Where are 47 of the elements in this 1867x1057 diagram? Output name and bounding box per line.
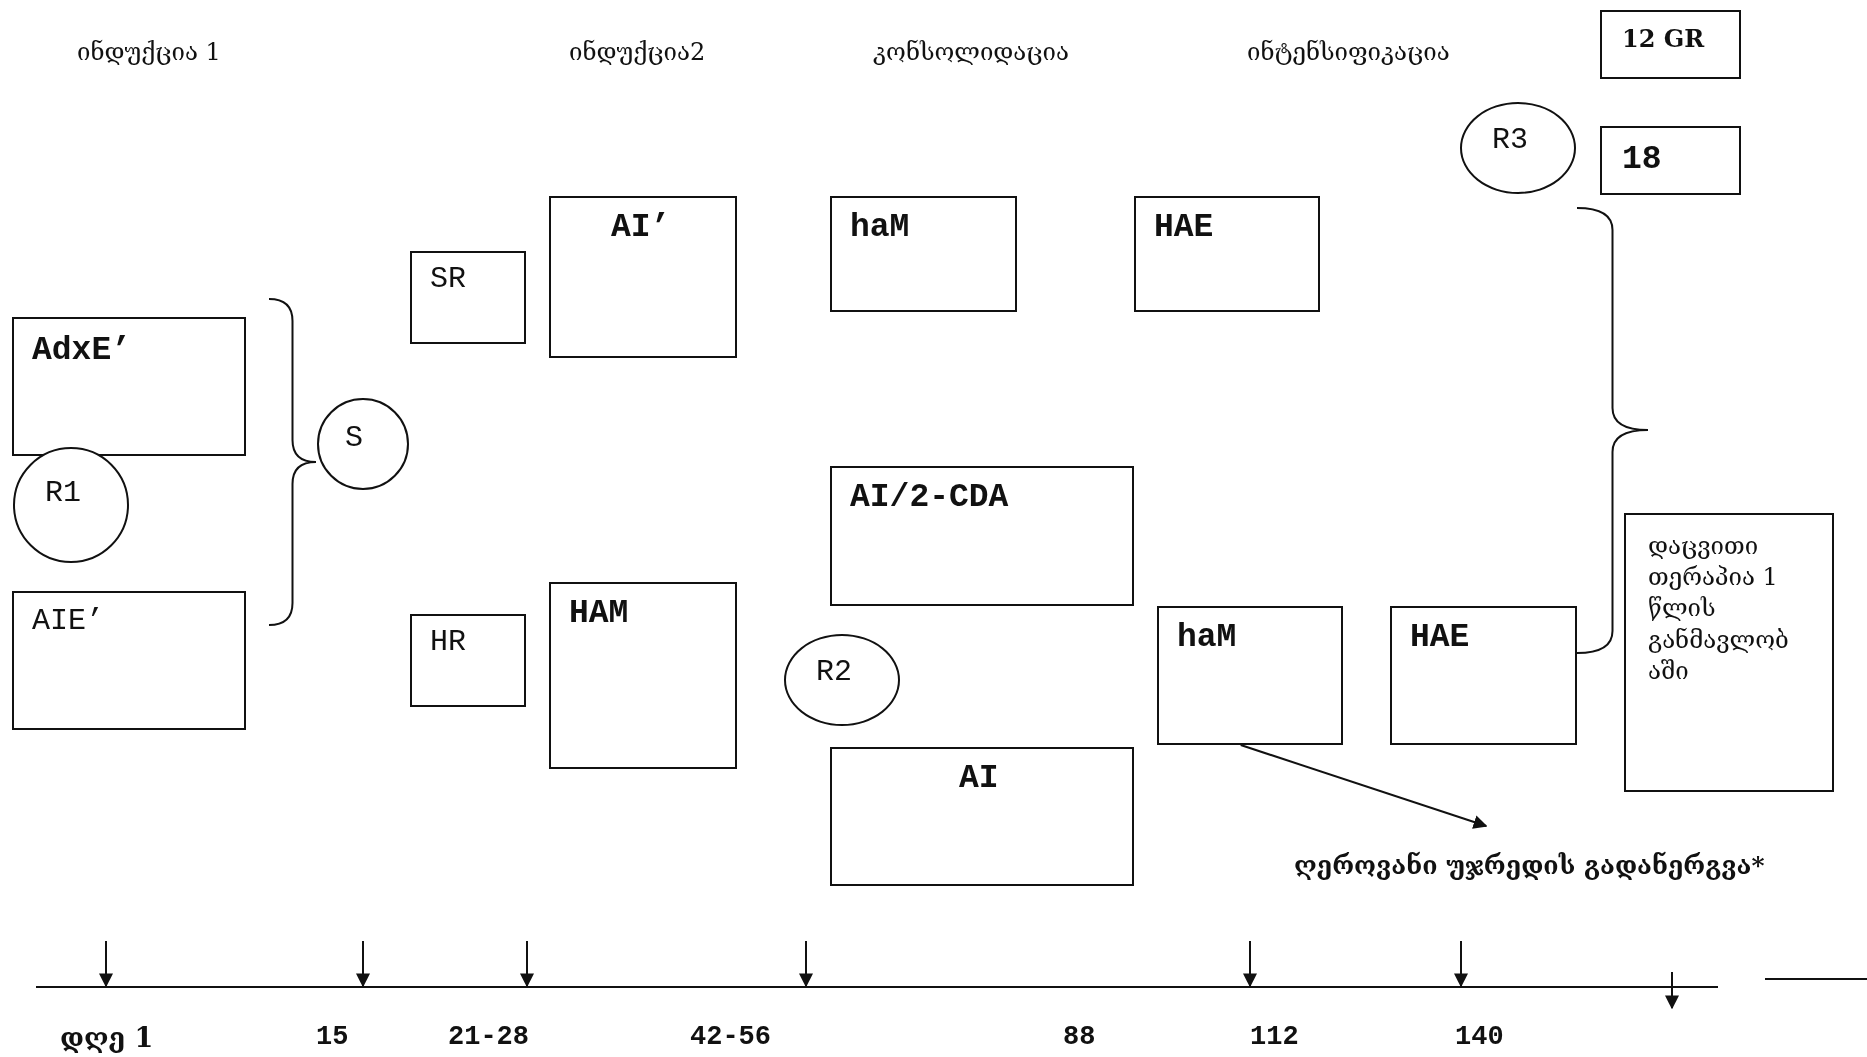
node-label: AI/2-CDA (850, 480, 1009, 517)
caption-text: ღეროვანი უჯრედის გადანერგვა* (1294, 852, 1765, 880)
process-box (830, 196, 1017, 312)
process-box (410, 614, 526, 707)
process-box (1600, 10, 1741, 79)
process-box (549, 582, 737, 769)
day-label: დღე 1 (60, 1022, 154, 1053)
day-label: 42-56 (690, 1022, 771, 1052)
node-label: SR (430, 263, 466, 296)
phase-heading: ინდუქცია2 (569, 38, 706, 66)
day-label: 15 (316, 1022, 349, 1052)
process-box (830, 747, 1134, 886)
node-label: HAE (1154, 210, 1214, 247)
process-box (1134, 196, 1320, 312)
node-label: HAE (1410, 620, 1470, 657)
node-label: AdxE’ (32, 333, 132, 370)
process-box (12, 317, 246, 456)
node-label: haM (850, 210, 910, 247)
node-label: დაცვითი თერაპია 1 წლის განმავლობაში (1648, 531, 1790, 687)
arrow (1239, 744, 1488, 829)
process-box (12, 591, 246, 730)
day-label: 140 (1455, 1022, 1504, 1052)
node-label: AI’ (611, 210, 671, 247)
node-label: R3 (1492, 124, 1528, 157)
node-label: HAM (569, 596, 629, 633)
process-box (410, 251, 526, 344)
node-label: HR (430, 626, 466, 659)
node-label: AI (959, 761, 999, 798)
process-box (1600, 126, 1741, 195)
node-label: haM (1177, 620, 1237, 657)
phase-heading: კონსოლიდაცია (873, 38, 1069, 66)
process-box (1624, 513, 1834, 792)
phase-heading: ინდუქცია 1 (77, 38, 221, 66)
process-box (549, 196, 737, 358)
day-label: 21-28 (448, 1022, 529, 1052)
node-label: R2 (816, 656, 852, 689)
node-label: 12 GR (1622, 26, 1705, 53)
node-label: R1 (45, 477, 81, 510)
phase-heading: ინტენსიფიკაცია (1247, 38, 1450, 66)
process-box (830, 466, 1134, 606)
day-label: 88 (1063, 1022, 1096, 1052)
day-label: 112 (1250, 1022, 1299, 1052)
process-box (1157, 606, 1343, 745)
node-label: 18 (1622, 142, 1662, 179)
node-label: AIE’ (32, 605, 104, 638)
node-label: S (345, 422, 363, 455)
process-box (1390, 606, 1577, 745)
